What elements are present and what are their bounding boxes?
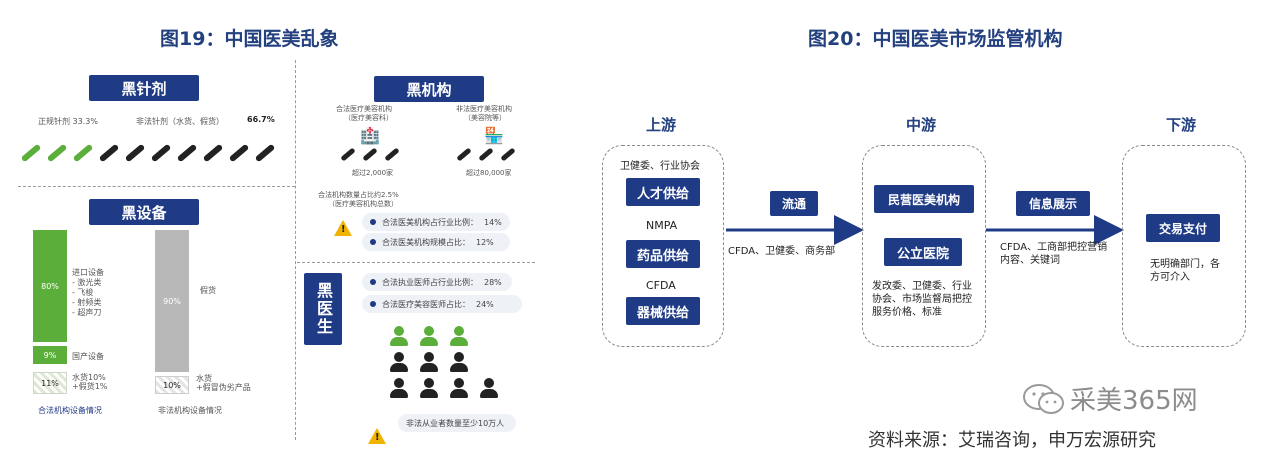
doctor-stat1-text: 合法执业医师占行业比例： (382, 277, 478, 287)
bar1-top: 80% (33, 230, 67, 342)
upstream-top-note: 卫健委、行业协会 (620, 161, 700, 172)
bullet-icon (370, 219, 376, 225)
upstream-mid1: NMPA (646, 219, 678, 232)
downstream-header: 下游 (1166, 116, 1197, 134)
doctor-stat1-val: 28% (484, 277, 502, 287)
doctor-stat2-text: 合法医疗美容医师占比： (382, 299, 470, 309)
bar2-bot: 10% (155, 376, 189, 394)
institution-stat1: 合法医美机构占行业比例： 14% (362, 213, 510, 231)
warning-icon: ! (334, 220, 352, 236)
downstream-box-payment: 交易支付 (1146, 214, 1220, 242)
upstream-box-drug: 药品供给 (626, 240, 700, 268)
needle-illegal-pct: 66.7% (247, 115, 275, 124)
doctor-label: 黑医生 (304, 273, 342, 345)
doctor-person-icon (450, 378, 468, 398)
bullet-icon (370, 301, 376, 307)
doctor-warning: 非法从业者数量至少10万人 (398, 414, 516, 432)
institution-left-sub: （医疗美容科） (344, 114, 393, 122)
upstream-header: 上游 (646, 116, 677, 134)
institution-right-sub: （美容院等） (464, 114, 506, 122)
source-note: 资料来源：艾瑞咨询，申万宏源研究 (868, 430, 1156, 451)
institution-left-caption: 合法医疗美容机构 (336, 105, 392, 113)
doctor-person-icon (420, 352, 438, 372)
institution-label: 黑机构 (374, 76, 484, 102)
arrow2-note: CFDA、工商部把控营销内容、关键词 (1000, 242, 1108, 266)
doctor-stat2-val: 24% (476, 299, 494, 309)
bar1-mid-note: 国产设备 (72, 352, 104, 361)
bar1-bot-note: 水货10% +假货1% (72, 373, 108, 391)
institution-right-count: 超过80,000家 (466, 169, 512, 177)
shop-icon: 🏪 (484, 126, 504, 145)
midstream-stage (862, 145, 986, 347)
doctor-stat2: 合法医疗美容医师占比： 24% (362, 295, 522, 313)
divider-vertical (295, 60, 296, 440)
bullet-icon (370, 239, 376, 245)
downstream-note: 无明确部门，各方可介入 (1150, 259, 1220, 283)
midstream-box-private: 民营医美机构 (874, 185, 974, 213)
doctor-stat1: 合法执业医师占行业比例： 28% (362, 273, 512, 291)
downstream-stage (1122, 145, 1246, 347)
needle-illegal: 非法针剂（水货、假货） (136, 117, 224, 126)
doctor-person-icon (390, 352, 408, 372)
upstream-box-talent: 人才供给 (626, 178, 700, 206)
upstream-mid2: CFDA (646, 279, 676, 292)
doctor-person-icon (450, 326, 468, 346)
doctor-person-icon (420, 326, 438, 346)
fig20-title: 图20：中国医美市场监管机构 (808, 28, 1063, 50)
hospital-icon: 🏥 (360, 126, 380, 145)
institution-stat1-text: 合法医美机构占行业比例： (382, 217, 478, 227)
needle-legal: 正规针剂 33.3% (38, 117, 98, 126)
arrow1-note: CFDA、卫健委、商务部 (728, 246, 836, 257)
needle-label: 黑针剂 (89, 75, 199, 101)
bar2-top-note: 假货 (200, 286, 216, 295)
upstream-box-device: 器械供给 (626, 297, 700, 325)
institution-stat2-val: 12% (476, 237, 494, 247)
arrow1-label: 流通 (770, 191, 818, 216)
upstream-stage (602, 145, 724, 347)
bar2-caption: 非法机构设备情况 (158, 406, 222, 415)
equipment-label: 黑设备 (89, 199, 199, 225)
bullet-icon (370, 279, 376, 285)
institution-ratio-note: 合法机构数量占比约2.5% (318, 191, 399, 199)
bar2-bot-note: 水货 +假冒伪劣产品 (196, 374, 251, 392)
wechat-icon (1022, 382, 1066, 416)
fig19-title: 图19：中国医美乱象 (160, 28, 339, 50)
midstream-note: 发改委、卫健委、行业协会、市场监督局把控服务价格、标准 (872, 281, 972, 318)
institution-stat1-val: 14% (484, 217, 502, 227)
doctor-person-icon (390, 326, 408, 346)
institution-right-caption: 非法医疗美容机构 (456, 105, 512, 113)
arrow2-label: 信息展示 (1016, 191, 1090, 216)
divider-right (297, 262, 535, 263)
bar1-bot: 11% (33, 372, 67, 394)
bar1-caption: 合法机构设备情况 (38, 406, 102, 415)
bar1-mid: 9% (33, 346, 67, 364)
institution-stat2: 合法医美机构规模占比： 12% (362, 233, 510, 251)
institution-left-count: 超过2,000家 (352, 169, 394, 177)
doctor-warning-text: 非法从业者数量至少10万人 (406, 418, 505, 428)
watermark-text: 采美365网 (1070, 386, 1198, 416)
doctor-person-icon (480, 378, 498, 398)
doctor-person-icon (420, 378, 438, 398)
institution-stat2-text: 合法医美机构规模占比： (382, 237, 470, 247)
midstream-box-public: 公立医院 (884, 238, 962, 266)
institution-ratio-sub: （医疗美容机构总数） (328, 200, 398, 208)
bar1-top-note: 进口设备 - 激光类 - 飞梭 - 射频类 - 超声刀 (72, 268, 104, 317)
midstream-header: 中游 (906, 116, 937, 134)
divider-left (18, 186, 295, 187)
doctor-person-icon (450, 352, 468, 372)
warning-icon: ! (368, 428, 386, 444)
doctor-person-icon (390, 378, 408, 398)
bar2-top: 90% (155, 230, 189, 372)
